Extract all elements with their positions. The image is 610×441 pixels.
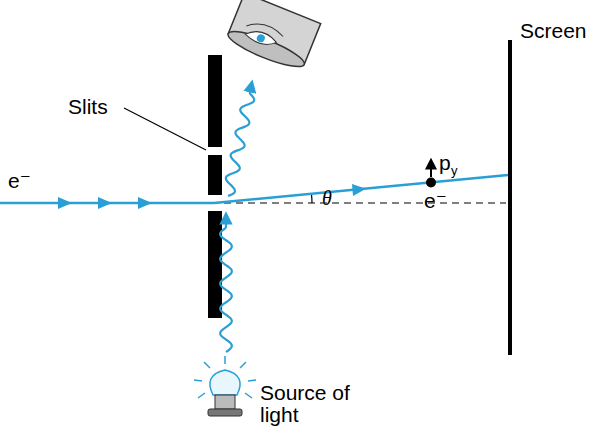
beam-arrows (58, 197, 152, 209)
part-label: Screen (520, 20, 587, 42)
angle-arc (311, 194, 313, 203)
barrier (208, 155, 222, 195)
part-label: Slits (68, 96, 108, 118)
incoming-photon (220, 214, 232, 352)
electron-dot (426, 178, 436, 188)
leader-line (124, 108, 206, 150)
barrier (208, 55, 222, 147)
momentum-label: p (439, 152, 451, 174)
part-label: Source of light (260, 382, 350, 426)
scattered-photon (226, 82, 254, 196)
angle-label: θ (322, 188, 332, 209)
momentum-subscript: y (451, 164, 458, 178)
barrier (208, 211, 222, 318)
light-bulb (194, 356, 256, 416)
momentum-arrow (430, 160, 432, 177)
screen (508, 40, 512, 355)
path-arrow (352, 184, 366, 196)
particle-label: e⁻ (8, 170, 31, 192)
particle-label: e⁻ (424, 190, 447, 212)
microscope-eye (225, 0, 321, 73)
electron-path (214, 175, 508, 203)
axis-line (224, 202, 506, 203)
